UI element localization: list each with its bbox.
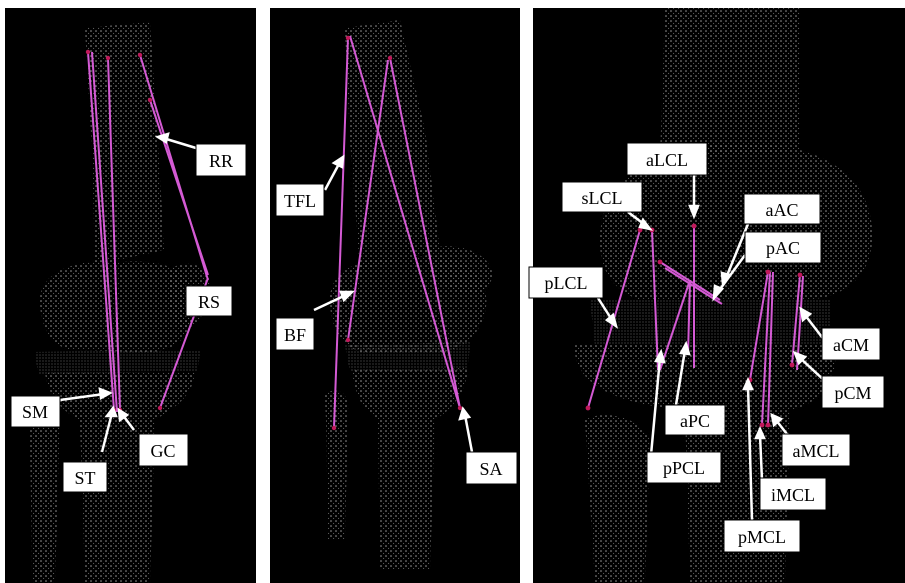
label-acm: aCM (822, 328, 880, 360)
label-rr: RR (196, 144, 246, 176)
panel-middle (270, 8, 520, 583)
label-ppcl: pPCL (647, 452, 721, 483)
label-imcl: iMCL (760, 478, 826, 510)
label-pcm: pCM (822, 376, 884, 408)
label-amcl: aMCL (782, 434, 850, 466)
label-rr-text: RR (209, 151, 233, 171)
label-aac: aAC (744, 194, 820, 224)
label-plcl: pLCL (529, 267, 603, 298)
label-amcl-text: aMCL (793, 441, 840, 461)
label-tfl-text: TFL (284, 191, 316, 211)
label-bf: BF (276, 318, 314, 350)
label-rs-text: RS (198, 292, 220, 312)
label-rs: RS (186, 286, 232, 316)
label-ppcl-text: pPCL (663, 458, 705, 478)
label-slcl-text: sLCL (581, 188, 622, 208)
label-plcl-text: pLCL (545, 273, 588, 293)
label-pac-text: pAC (766, 238, 800, 258)
label-alcl: aLCL (627, 143, 707, 175)
label-sm: SM (11, 396, 60, 427)
label-aac-text: aAC (766, 200, 799, 220)
label-apc-text: aPC (680, 411, 710, 431)
label-gc-text: GC (150, 441, 175, 461)
label-tfl: TFL (276, 184, 324, 216)
label-gc: GC (139, 434, 188, 466)
label-slcl: sLCL (562, 182, 642, 212)
label-pmcl-text: pMCL (738, 527, 786, 547)
label-sa: SA (466, 452, 517, 484)
label-st-text: ST (74, 468, 95, 488)
label-bf-text: BF (284, 325, 306, 345)
label-acm-text: aCM (833, 335, 869, 355)
label-pac: pAC (745, 232, 821, 263)
label-st: ST (63, 462, 107, 492)
label-imcl-text: iMCL (771, 485, 815, 505)
label-sm-text: SM (22, 402, 48, 422)
label-sa-text: SA (479, 459, 502, 479)
label-alcl-text: aLCL (646, 150, 688, 170)
label-pcm-text: pCM (834, 383, 871, 403)
label-apc: aPC (665, 405, 725, 435)
label-pmcl: pMCL (724, 520, 800, 552)
